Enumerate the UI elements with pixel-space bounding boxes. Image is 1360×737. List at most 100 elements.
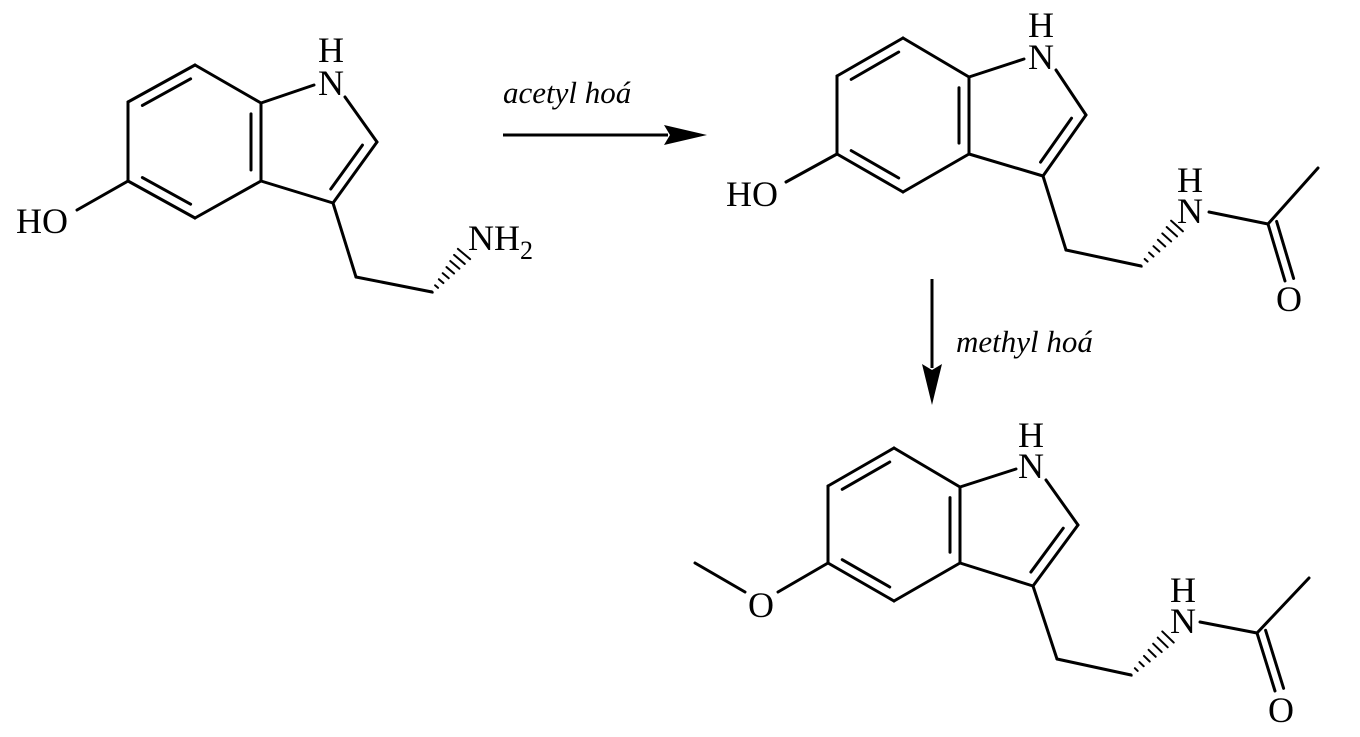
bond bbox=[901, 36, 971, 79]
atom-label-amine: NH2 bbox=[468, 218, 533, 265]
arrow-head bbox=[664, 125, 707, 145]
atom-label-h: H bbox=[1028, 5, 1054, 45]
hashed-wedge-stroke bbox=[1138, 661, 1145, 668]
hashed-wedge-stroke bbox=[1133, 667, 1139, 672]
hashed-wedge-stroke bbox=[434, 284, 440, 289]
hashed-wedge-stroke bbox=[1129, 673, 1133, 677]
bond bbox=[343, 95, 379, 144]
hashed-wedge-stroke bbox=[1161, 232, 1173, 243]
hashed-wedge-stroke bbox=[453, 253, 466, 265]
bond bbox=[331, 201, 358, 279]
amine-text: NH bbox=[468, 218, 520, 258]
double-bond-second-line bbox=[1275, 219, 1296, 280]
atom-label-carbonyl-o: O bbox=[1276, 279, 1302, 319]
reaction-arrow-step2 bbox=[922, 279, 942, 405]
bond bbox=[826, 446, 896, 488]
bond bbox=[901, 152, 971, 194]
bond bbox=[126, 179, 197, 220]
bonds bbox=[75, 36, 1320, 693]
bond bbox=[1255, 576, 1311, 635]
hashed-wedge-stroke bbox=[1156, 238, 1167, 248]
bond bbox=[835, 36, 905, 78]
hashed-wedge-stroke bbox=[430, 290, 434, 294]
molecule-1-serotonin: H N HO NH2 bbox=[16, 30, 533, 265]
bond bbox=[958, 561, 1035, 588]
molecule-2-n-acetylserotonin: H N HO H N O bbox=[726, 5, 1302, 319]
bond bbox=[892, 446, 962, 489]
bond bbox=[826, 561, 896, 603]
hashed-wedge-stroke bbox=[1139, 264, 1143, 268]
bond bbox=[1031, 584, 1059, 661]
bond bbox=[1266, 222, 1287, 283]
bond bbox=[126, 63, 197, 104]
step2-condition-label: methyl hoá bbox=[956, 324, 1093, 359]
double-bond-inner-line bbox=[849, 149, 901, 180]
bond bbox=[75, 179, 130, 212]
atom-label-amide-n: N bbox=[1170, 601, 1196, 641]
arrows bbox=[503, 125, 942, 405]
atom-label-methoxy-o: O bbox=[748, 585, 774, 625]
bond bbox=[1055, 657, 1133, 677]
hashed-wedge-stroke bbox=[1152, 642, 1163, 654]
hashed-wedge-stroke bbox=[1142, 654, 1151, 663]
bond bbox=[967, 57, 1026, 79]
hashed-wedge-stroke bbox=[1143, 257, 1149, 263]
double-bond-second-line bbox=[1264, 628, 1286, 690]
double-bond-inner-line bbox=[140, 77, 193, 107]
bond bbox=[1054, 68, 1088, 117]
bond bbox=[1041, 113, 1088, 178]
step1-condition-label: acetyl hoá bbox=[503, 75, 631, 110]
hashed-wedge-stroke bbox=[441, 272, 450, 280]
hashed-wedge-stroke bbox=[1165, 226, 1179, 238]
double-bond-inner-line bbox=[1029, 526, 1065, 574]
bond bbox=[259, 179, 335, 205]
bond bbox=[1064, 248, 1143, 268]
atom-label-h: H bbox=[1018, 415, 1044, 455]
bond bbox=[1207, 210, 1270, 226]
bond bbox=[1198, 620, 1259, 635]
bond bbox=[259, 83, 316, 105]
hashed-wedge-stroke bbox=[1147, 648, 1157, 658]
hashed-wedge-stroke bbox=[1156, 636, 1169, 649]
bond bbox=[354, 275, 434, 294]
double-bond-inner-line bbox=[840, 558, 892, 589]
atom-label-hydroxyl: HO bbox=[726, 174, 778, 214]
hashed-wedge-stroke bbox=[437, 278, 445, 285]
hashed-wedge-stroke bbox=[1152, 245, 1161, 253]
hashed-wedge-stroke bbox=[1161, 630, 1175, 644]
bond bbox=[892, 561, 962, 603]
bond bbox=[958, 467, 1018, 489]
reaction-arrow-step1 bbox=[503, 125, 707, 145]
atom-label-amide-n: N bbox=[1177, 191, 1203, 231]
atom-label-hydroxyl: HO bbox=[16, 201, 68, 241]
atom-label-n: N bbox=[318, 63, 344, 103]
bond bbox=[967, 152, 1045, 178]
bond bbox=[1041, 174, 1068, 252]
bond bbox=[1044, 478, 1080, 527]
bond bbox=[835, 152, 905, 194]
arrow-head bbox=[922, 364, 942, 405]
hashed-wedge-stroke bbox=[456, 247, 472, 261]
atom-label-h: H bbox=[318, 30, 344, 70]
double-bond-inner-line bbox=[1039, 116, 1074, 164]
molecule-3-melatonin: H N O H N O bbox=[748, 415, 1294, 730]
bond bbox=[331, 140, 379, 205]
atom-label-amide-h: H bbox=[1177, 160, 1203, 200]
atom-label-n: N bbox=[1018, 446, 1044, 486]
bond bbox=[1255, 631, 1277, 693]
bond bbox=[693, 561, 747, 594]
double-bond-inner-line bbox=[140, 176, 193, 206]
atom-label-carbonyl-o: O bbox=[1268, 690, 1294, 730]
hashed-wedge-stroke bbox=[449, 259, 461, 270]
bond bbox=[193, 179, 263, 220]
double-bond-inner-line bbox=[840, 460, 892, 491]
bond bbox=[784, 152, 839, 184]
double-bond-inner-line bbox=[849, 50, 901, 81]
bond bbox=[193, 63, 263, 105]
hashed-wedge-stroke bbox=[1148, 251, 1155, 258]
bond bbox=[776, 561, 830, 594]
hashed-wedge-stroke bbox=[1170, 219, 1184, 233]
hashed-wedge-stroke bbox=[445, 266, 456, 275]
double-bond-inner-line bbox=[329, 143, 364, 191]
